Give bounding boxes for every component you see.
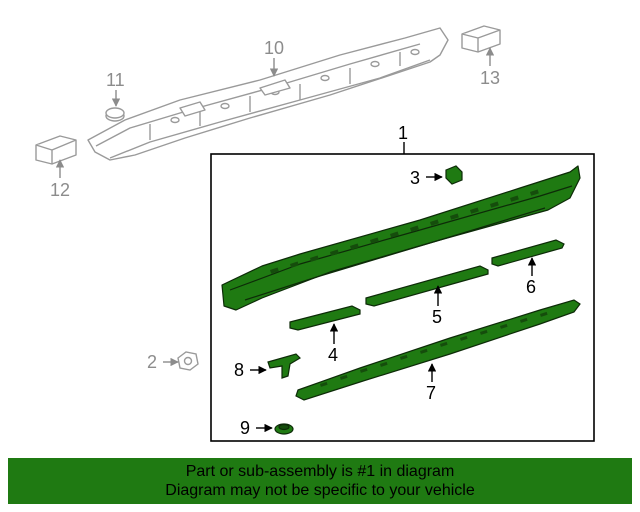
callout-8: 8 (234, 360, 244, 380)
bracket-part-8 (267, 353, 301, 379)
callout-12: 12 (50, 180, 70, 200)
callout-11: 11 (106, 70, 125, 90)
trim-strip-part-4 (289, 305, 361, 331)
step-pad-part-7 (295, 299, 581, 401)
running-board-part (221, 165, 581, 311)
trim-strip-part-5 (365, 265, 489, 307)
callout-2: 2 (147, 352, 157, 372)
trim-strip-part-6 (491, 239, 565, 267)
assembly-frame (210, 153, 595, 442)
block-part-right (461, 25, 501, 53)
callout-1: 1 (398, 123, 408, 143)
block-part-left (35, 135, 77, 165)
rocker-panel-part (87, 27, 449, 161)
callout-4: 4 (328, 345, 338, 365)
callout-5: 5 (432, 307, 442, 327)
nut-part (177, 351, 199, 371)
callout-6: 6 (526, 277, 536, 297)
grommet-part-9 (274, 423, 294, 435)
callout-7: 7 (426, 383, 436, 403)
callout-13: 13 (480, 68, 500, 88)
banner-line-1: Part or sub-assembly is #1 in diagram (185, 463, 455, 480)
banner-line-2: Diagram may not be specific to your vehi… (165, 482, 475, 499)
leader-lines (55, 47, 537, 433)
callout-9: 9 (240, 418, 250, 438)
callout-10: 10 (264, 38, 284, 58)
parts-diagram: 1 2 3 4 5 6 7 8 9 10 11 12 13 (35, 25, 595, 442)
info-banner: Part or sub-assembly is #1 in diagram Di… (8, 458, 632, 504)
clip-part (105, 107, 125, 122)
bracket-part-3 (445, 165, 463, 185)
callout-3: 3 (410, 168, 420, 188)
